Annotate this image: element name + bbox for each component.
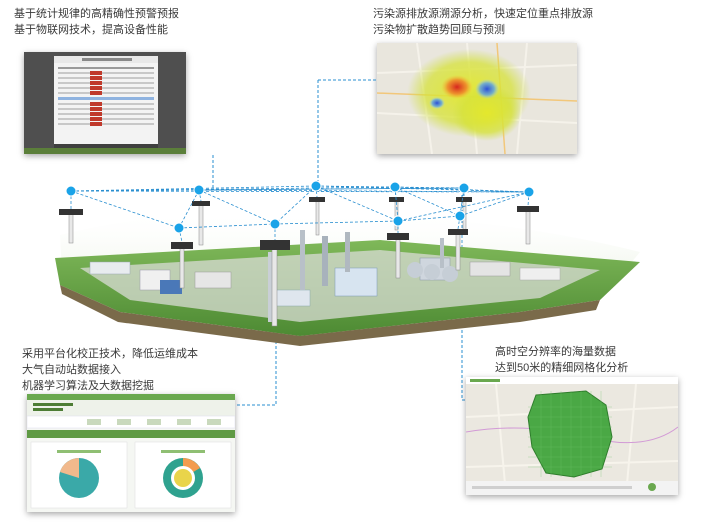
station-pole bbox=[260, 240, 290, 327]
network-nodes bbox=[65, 180, 535, 234]
alert-cells bbox=[90, 71, 102, 126]
network-node bbox=[389, 181, 401, 193]
caption-warning-forecast: 基于统计规律的高精确性预警预报 基于物联网技术，提高设备性能 bbox=[14, 6, 179, 38]
monitoring-stations bbox=[59, 197, 539, 327]
network-node bbox=[392, 215, 404, 227]
caption-line: 达到50米的精细网格化分析 bbox=[495, 362, 629, 374]
station-pole bbox=[59, 209, 83, 244]
station-pole bbox=[192, 201, 210, 246]
station-pole bbox=[171, 242, 193, 289]
caption-line: 污染源排放源溯源分析，快速定位重点排放源 bbox=[373, 8, 593, 20]
factory-buildings bbox=[89, 230, 561, 322]
caption-line: 污染物扩散趋势回顾与预测 bbox=[373, 24, 505, 36]
dashboard-illustration bbox=[27, 394, 235, 512]
grid-map-illustration bbox=[466, 377, 678, 495]
warning-table-illustration bbox=[24, 52, 186, 154]
table-rows bbox=[58, 67, 154, 125]
caption-source-tracing: 污染源排放源溯源分析，快速定位重点排放源 污染物扩散趋势回顾与预测 bbox=[373, 6, 593, 38]
station-pole bbox=[448, 229, 468, 271]
network-node bbox=[193, 184, 205, 196]
pollution-heatmap-screenshot bbox=[377, 43, 577, 154]
caption-line: 高时空分辨率的海量数据 bbox=[495, 346, 616, 358]
caption-line: 基于物联网技术，提高设备性能 bbox=[14, 24, 168, 36]
network-node bbox=[454, 210, 466, 222]
caption-line: 机器学习算法及大数据挖掘 bbox=[22, 380, 154, 392]
caption-line: 采用平台化校正技术，降低运维成本 bbox=[22, 348, 198, 360]
pie-chart-left bbox=[59, 458, 99, 498]
station-pole bbox=[517, 206, 539, 245]
caption-grid-analysis: 高时空分辨率的海量数据 达到50米的精细网格化分析 bbox=[495, 344, 628, 376]
caption-platform-calibration: 采用平台化校正技术，降低运维成本 大气自动站数据接入 机器学习算法及大数据挖掘 bbox=[22, 346, 198, 394]
station-pole bbox=[309, 197, 325, 236]
platform-dashboard-screenshot bbox=[27, 394, 235, 512]
network-node bbox=[173, 222, 185, 234]
heatmap-illustration bbox=[377, 43, 577, 154]
caption-line: 大气自动站数据接入 bbox=[22, 364, 121, 376]
grid-map-screenshot bbox=[466, 377, 678, 495]
station-pole bbox=[387, 233, 409, 279]
network-node bbox=[65, 185, 77, 197]
caption-line: 基于统计规律的高精确性预警预报 bbox=[14, 8, 179, 20]
network-node bbox=[269, 218, 281, 230]
network-node bbox=[310, 180, 322, 192]
warning-table-screenshot bbox=[24, 52, 186, 154]
network-node bbox=[523, 186, 535, 198]
network-node bbox=[458, 182, 470, 194]
donut-chart-right bbox=[163, 458, 203, 498]
